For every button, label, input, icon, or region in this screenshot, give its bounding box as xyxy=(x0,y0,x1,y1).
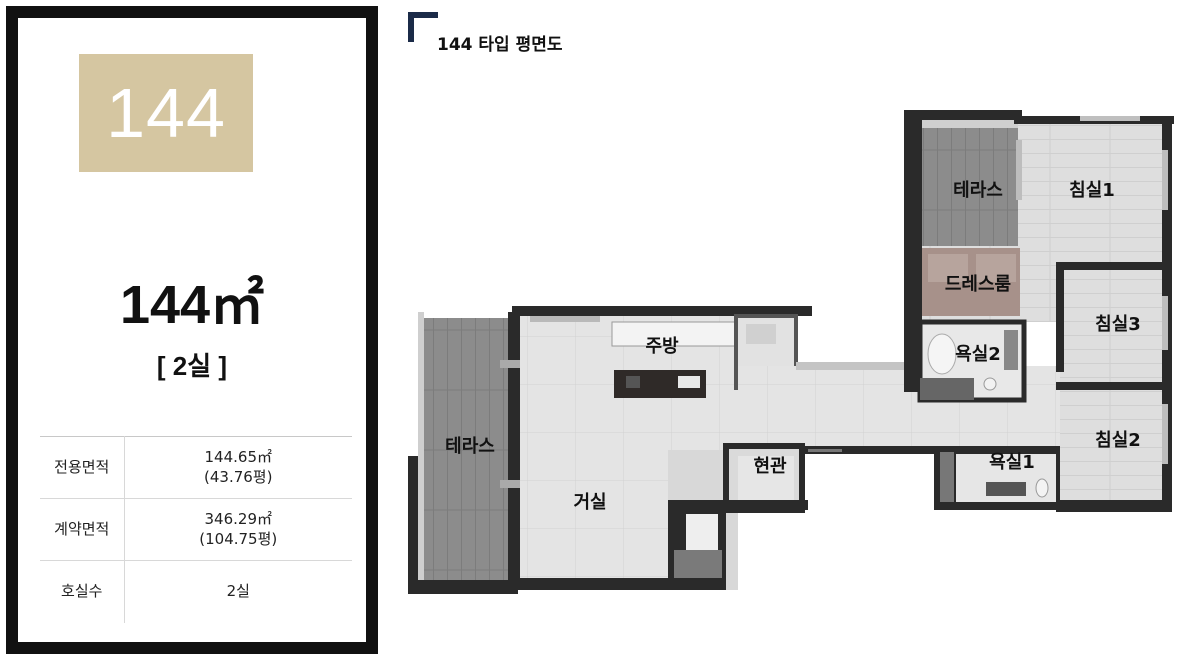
table-row: 계약면적 346.29㎡ (104.75평) xyxy=(40,498,352,561)
room-label-bedroom-3: 침실3 xyxy=(1095,314,1141,335)
bedroom-2-area xyxy=(1056,382,1172,512)
spec-value-line: 144.65㎡ xyxy=(204,448,273,466)
bath-1-area xyxy=(934,446,1060,510)
room-label-bath-2: 욕실2 xyxy=(955,344,1001,365)
spec-value-line: 346.29㎡ xyxy=(204,510,273,528)
table-row: 호실수 2실 xyxy=(40,560,352,623)
spec-label: 호실수 xyxy=(40,560,125,623)
spec-table: 전용면적 144.65㎡ (43.76평) 계약면적 346.29㎡ (104.… xyxy=(40,436,352,623)
bedroom-1-area xyxy=(1014,116,1174,266)
terrace-left xyxy=(408,312,518,594)
room-label-living: 거실 xyxy=(573,492,606,513)
bath-2-area xyxy=(917,319,1027,403)
room-label-entrance: 현관 xyxy=(753,456,787,477)
room-label-bedroom-2: 침실2 xyxy=(1095,430,1141,451)
spec-value: 346.29㎡ (104.75평) xyxy=(124,498,352,561)
title-bracket-icon xyxy=(408,12,438,42)
spec-label: 전용면적 xyxy=(40,436,125,499)
room-label-kitchen: 주방 xyxy=(645,336,679,357)
spec-label: 계약면적 xyxy=(40,498,125,561)
spec-value: 144.65㎡ (43.76평) xyxy=(124,436,352,499)
type-badge: 144 xyxy=(79,54,253,172)
living-kitchen-area xyxy=(500,306,812,590)
dressroom-area xyxy=(904,246,1058,392)
table-row: 전용면적 144.65㎡ (43.76평) xyxy=(40,436,352,499)
room-label-dressroom: 드레스룸 xyxy=(945,274,1011,295)
spec-value: 2실 xyxy=(124,560,352,623)
info-panel: 144 144㎡ [ 2실 ] 전용면적 144.65㎡ (43.76평) 계약… xyxy=(6,6,378,654)
room-label-terrace-left: 테라스 xyxy=(445,436,495,457)
corridor xyxy=(738,362,1060,454)
bedroom-3-area xyxy=(1056,262,1172,388)
spec-value-line: 2실 xyxy=(226,582,250,600)
room-label-bath-1: 욕실1 xyxy=(989,452,1035,473)
spec-value-line: (104.75평) xyxy=(199,529,278,548)
spec-value-line: (43.76평) xyxy=(204,467,273,486)
plan-title: 144 타입 평면도 xyxy=(437,35,563,55)
entrance-area xyxy=(723,443,808,513)
room-label-bedroom-1: 침실1 xyxy=(1069,180,1115,201)
rooms-headline: [ 2실 ] xyxy=(156,351,228,381)
area-headline: 144㎡ xyxy=(119,275,265,335)
terrace-top xyxy=(904,110,1022,252)
room-label-terrace-top: 테라스 xyxy=(953,180,1003,201)
